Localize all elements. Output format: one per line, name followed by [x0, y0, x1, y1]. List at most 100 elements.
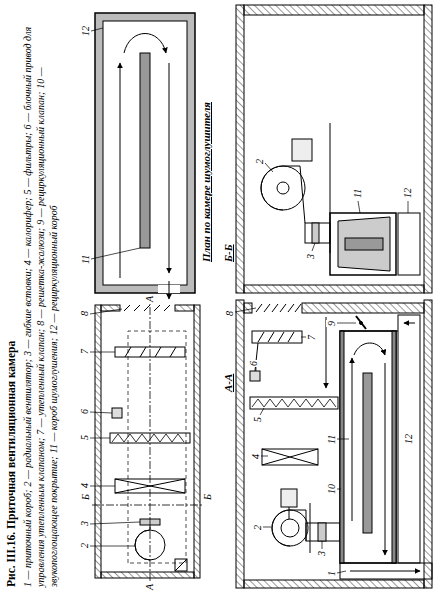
callout-number: 7 [79, 348, 90, 355]
key-entry: 12 — рециркуляционный короб [48, 205, 59, 335]
view-title: А-А [222, 373, 234, 393]
silencer-plan [103, 21, 187, 285]
radial-fan [135, 519, 165, 560]
insulated-damper [288, 332, 294, 342]
callout-number: 12 [402, 187, 413, 199]
insulated-damper [252, 331, 302, 343]
louvre-grille [124, 305, 130, 311]
silencer-plan [120, 63, 121, 278]
louvre-grille [124, 305, 170, 311]
louvre-grille [295, 304, 301, 312]
damper-drive [112, 408, 122, 418]
filter [112, 434, 184, 442]
heater [262, 449, 318, 465]
leader-lines [91, 28, 140, 259]
silencer-plan [124, 34, 166, 54]
louvre-grille [256, 304, 301, 312]
filter [250, 397, 338, 409]
leader-lines [260, 408, 264, 415]
radial-fan [292, 139, 312, 161]
air-flow-arrows [326, 317, 327, 388]
leader-lines [337, 489, 341, 490]
silencer-box [340, 331, 396, 563]
air-flow-arrows [352, 358, 353, 521]
section-b-b [424, 5, 432, 293]
radial-fan [272, 510, 308, 546]
callout-number: 6 [248, 360, 259, 367]
filter [252, 399, 336, 407]
leader-lines [312, 243, 315, 251]
key-entry: 5 — фильтры; [22, 132, 33, 194]
callout-number: 12 [80, 25, 91, 37]
recirculation-damper [340, 331, 398, 332]
section-cut-lines [92, 304, 202, 581]
ventilation-drawing [90, 5, 432, 588]
silencer-plan [169, 281, 170, 299]
leader-lines [90, 438, 110, 439]
leader-lines [337, 323, 356, 324]
section-cut-lines [92, 505, 202, 506]
callout-number: 11 [80, 254, 91, 265]
leader-lines [337, 571, 346, 573]
air-flow-arrows [354, 343, 385, 355]
callout-number: 11 [326, 434, 337, 445]
duct-opening [175, 559, 187, 571]
callout-number: 4 [79, 482, 90, 489]
callout-number: А [144, 583, 155, 591]
recirculation-damper [340, 316, 398, 331]
supply-duct [340, 563, 432, 579]
silencer-box [392, 331, 396, 563]
supply-duct [340, 563, 432, 579]
recirculation-damper [360, 322, 363, 325]
heater [262, 449, 318, 465]
damper-drive [250, 371, 260, 381]
section-b-b [244, 285, 424, 293]
key-entry: 8 — решетка-жалюзи; [35, 228, 46, 326]
callout-number: Б [80, 493, 91, 501]
radial-fan [281, 489, 297, 507]
section-a-a [235, 300, 432, 588]
leader-lines [90, 546, 135, 547]
insulated-damper [155, 347, 161, 357]
callout-number: 7 [306, 334, 317, 341]
silencer-plan [169, 63, 170, 273]
key-entry: 3 — гибкие вставки; [22, 268, 33, 356]
callout-number: 8 [79, 310, 90, 317]
leader-lines [235, 308, 256, 312]
louvre-grille [256, 304, 262, 312]
silencer-box [340, 331, 344, 563]
key-entry: 11 — короб шумоглушения; [48, 338, 59, 453]
silencer-plan [140, 53, 150, 248]
leader-lines [91, 248, 140, 259]
callout-number: 2 [252, 524, 263, 531]
supply-duct [350, 571, 420, 572]
view-title: Б-Б [222, 243, 234, 263]
silencer-plan [91, 13, 195, 299]
key-entry: 2 — радиальный вентилятор; [22, 359, 33, 487]
leader-lines [90, 486, 115, 487]
leader-lines [408, 201, 409, 213]
callout-number: 5 [252, 416, 263, 423]
section-b-b [236, 5, 432, 293]
callout-number: 5 [79, 434, 90, 441]
callout-number: А [144, 295, 155, 303]
radial-fan [310, 503, 311, 553]
insulated-damper [258, 332, 264, 342]
callout-number: 3 [305, 253, 316, 260]
leader-lines [90, 309, 122, 314]
silencer-box [340, 331, 396, 563]
chamber-plan [175, 305, 194, 311]
section-b-b [244, 5, 424, 15]
callout-number: 4 [250, 453, 261, 460]
callout-number: 2 [254, 158, 265, 165]
leader-lines [358, 201, 360, 213]
radial-fan [281, 519, 299, 537]
insulated-damper [278, 332, 284, 342]
section-b-b [236, 5, 244, 293]
louvre-grille [164, 305, 170, 311]
heater [262, 449, 318, 465]
key-entry: 9 — рециркуляционный клапан; [35, 92, 46, 225]
recirculation-box [398, 315, 420, 563]
